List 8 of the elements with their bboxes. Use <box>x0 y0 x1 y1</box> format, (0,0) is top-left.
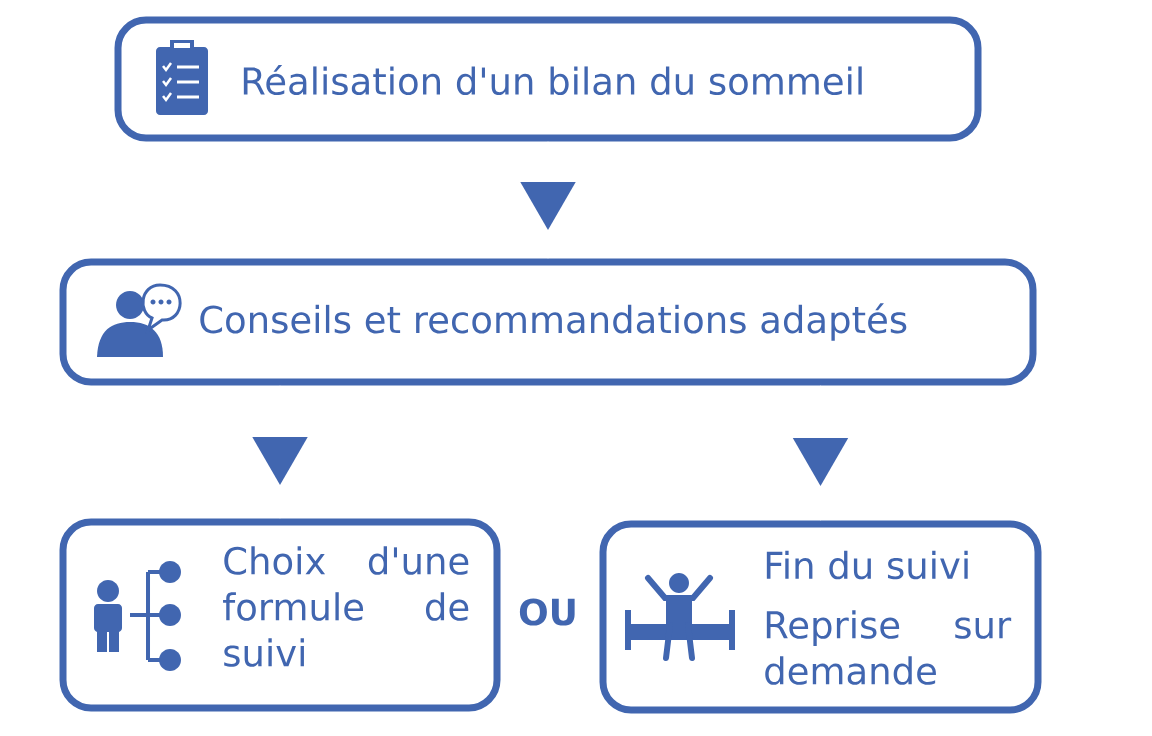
process-box: Réalisation d'un bilan du sommeil <box>114 16 982 142</box>
process-box: Conseils et recommandations adaptés <box>59 258 1037 386</box>
arrow <box>252 385 308 519</box>
or-label: OU <box>519 598 575 626</box>
arrow <box>520 141 576 259</box>
process-box: Fin du suivi Reprise sur demande <box>599 520 1042 714</box>
arrow <box>792 385 849 521</box>
process-box: Choix d'une formule de suivi <box>59 518 501 712</box>
